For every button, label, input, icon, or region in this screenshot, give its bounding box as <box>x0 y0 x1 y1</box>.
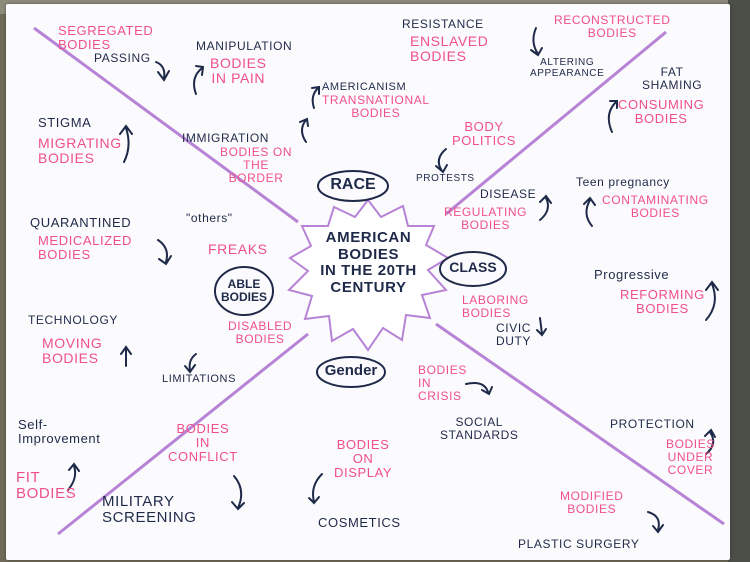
label-migrating: Migrating Bodies <box>38 135 122 167</box>
label-manipulation: Manipulation <box>196 39 293 53</box>
label-laboring: Laboring Bodies <box>462 293 529 320</box>
label-medicalized: Medicalized Bodies <box>38 233 133 263</box>
diagonal-line-bottom-right <box>435 322 725 526</box>
label-segregated: Segregated Bodies <box>58 23 154 53</box>
label-bodies-border: Bodies on the Border <box>220 145 293 185</box>
desk-background-right <box>728 0 750 562</box>
diagonal-line-top-left <box>33 26 299 224</box>
label-regulating: Regulating Bodies <box>444 205 528 232</box>
label-protests: Protests <box>416 173 475 184</box>
label-passing: passing <box>94 51 151 65</box>
arrow-body-politics <box>435 148 448 174</box>
label-contaminating: Contaminating Bodies <box>602 193 709 220</box>
label-body-politics: Body Politics <box>452 119 517 149</box>
label-bodies-crisis: Bodies in Crisis <box>418 363 467 403</box>
race-ellipse <box>317 170 389 202</box>
label-plastic: Plastic Surgery <box>518 537 640 551</box>
label-limitations: Limitations <box>162 373 237 385</box>
label-display: Bodies on Display <box>334 437 393 481</box>
center-starburst <box>287 198 450 352</box>
arrow-contaminating <box>583 196 596 227</box>
label-modified: Modified Bodies <box>560 489 624 516</box>
arrow-immigration <box>299 117 309 143</box>
label-enslaved: Enslaved Bodies <box>410 33 489 65</box>
label-consuming: Consuming Bodies <box>618 97 705 127</box>
diagonal-line-bottom-left <box>57 332 309 536</box>
arrow-conflict <box>231 475 245 511</box>
label-others: "others" <box>186 211 233 225</box>
hub-race: RACE <box>330 176 376 193</box>
arrow-migrating <box>119 124 133 163</box>
arrow-moving <box>120 345 132 367</box>
label-moving: Moving Bodies <box>42 335 103 367</box>
label-disease: Disease <box>480 187 537 201</box>
label-social: Social Standards <box>440 415 519 442</box>
arrow-crisis <box>465 382 493 396</box>
label-technology: Technology <box>28 313 119 327</box>
label-disabled: Disabled Bodies <box>228 319 293 346</box>
label-under-cover: Bodies under cover <box>666 437 715 477</box>
label-reforming: Reforming Bodies <box>620 287 705 317</box>
arrow-reforming <box>705 280 719 321</box>
hub-able: ABLE BODIES <box>220 277 267 304</box>
label-quarantined: Quarantined <box>30 215 132 230</box>
diagonal-line-top-right <box>445 30 667 216</box>
label-altering: Altering Appearance <box>530 57 605 79</box>
hub-gender: Gender <box>324 362 378 379</box>
gender-ellipse <box>316 356 386 388</box>
label-civic: Civic Duty <box>496 321 532 348</box>
arrow-modified <box>647 511 664 534</box>
diagram-lines <box>33 26 725 536</box>
arrow-americanism <box>311 85 320 109</box>
label-americanism: Americanism <box>322 81 407 93</box>
label-military: military screening <box>102 493 197 527</box>
arrow-civic <box>536 317 547 337</box>
label-fat-shaming: Fat Shaming <box>642 65 703 92</box>
arrow-medicalized <box>157 239 172 266</box>
arrow-fit <box>67 462 80 491</box>
arrow-limitations <box>184 353 197 374</box>
label-stigma: Stigma <box>38 115 92 130</box>
label-self-improvement: Self- Improvement <box>18 417 101 447</box>
hub-class: CLASS <box>449 259 497 275</box>
arrow-display <box>308 473 323 505</box>
label-cosmetics: Cosmetics <box>318 515 401 530</box>
label-resistance: Resistance <box>402 17 484 31</box>
label-fit: Fit Bodies <box>16 469 77 503</box>
arrow-manipulation <box>193 65 205 95</box>
label-reconstructed: Reconstructed Bodies <box>554 13 671 40</box>
label-teen: Teen pregnancy <box>576 175 670 189</box>
arrow-resistance <box>530 27 543 57</box>
arrow-regulating <box>539 194 552 221</box>
arrow-consuming <box>607 100 618 133</box>
label-bodies-in-pain: Bodies in pain <box>210 55 267 87</box>
center-title: American Bodies in the 20th Century <box>320 229 417 296</box>
label-conflict: Bodies in Conflict <box>168 421 238 465</box>
label-protection: Protection <box>610 417 695 431</box>
arrow-under-cover <box>704 428 716 455</box>
class-ellipse <box>439 251 507 287</box>
label-freaks: Freaks <box>208 241 268 257</box>
arrow-passing <box>155 61 170 82</box>
label-progressive: Progressive <box>594 267 670 282</box>
able-ellipse <box>214 266 274 316</box>
label-immigration: Immigration <box>182 131 270 145</box>
label-transnational: Transnational Bodies <box>322 93 430 120</box>
paper-sheet: American Bodies in the 20th Century RACE… <box>6 4 730 560</box>
